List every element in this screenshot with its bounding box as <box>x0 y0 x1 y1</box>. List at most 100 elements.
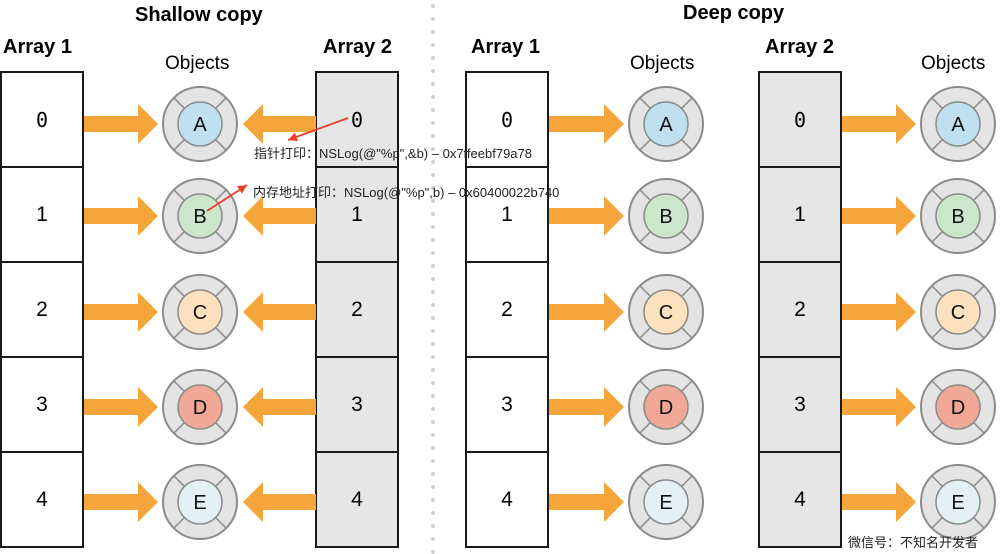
deep-array1: 0 1 2 3 4 <box>465 71 549 548</box>
divider-dot <box>431 537 435 541</box>
array-cell: 4 <box>794 487 806 511</box>
arrow-left <box>243 292 316 332</box>
object-ring-divider <box>173 517 185 529</box>
object-ring-divider <box>215 380 227 392</box>
object-ring-divider <box>173 97 185 109</box>
object-ring-divider <box>931 189 943 201</box>
object-ring-divider <box>681 380 693 392</box>
arrow-left <box>243 196 316 236</box>
shallow-array2-title: Array 2 <box>323 36 392 58</box>
deep-objects1-label: Objects <box>630 53 695 74</box>
arrow-right <box>842 387 916 427</box>
deep-objects2-label: Objects <box>921 53 986 74</box>
object-ring-divider <box>681 475 693 487</box>
divider-dot <box>431 43 435 47</box>
object-ring-divider <box>931 139 943 151</box>
object-ring-divider <box>931 327 943 339</box>
arrow-right <box>549 196 624 236</box>
object-ring-divider <box>173 189 185 201</box>
array-cell: 2 <box>467 263 547 358</box>
array-cell: 3 <box>467 358 547 453</box>
divider-dot <box>431 368 435 372</box>
deep-copy-title: Deep copy <box>683 2 785 24</box>
pointer-print-annotation: 指针打印：NSLog(@"%p",&b) – 0x7ffeebf79a78 <box>254 146 532 161</box>
deep-array2-title: Array 2 <box>765 36 834 58</box>
array-cell: 0 <box>317 73 397 168</box>
object-ring-divider <box>681 97 693 109</box>
divider-dot <box>431 121 435 125</box>
divider-dot <box>431 82 435 86</box>
object-label: A <box>951 114 965 136</box>
divider-dot <box>431 17 435 21</box>
divider-dot <box>431 498 435 502</box>
shallow-array2: 0 1 2 3 4 <box>315 71 399 548</box>
shallow-array1-title: Array 1 <box>3 36 72 58</box>
object-core <box>643 384 689 430</box>
array-cell: 3 <box>2 358 82 453</box>
array-cell: 1 <box>2 168 82 263</box>
arrow-right <box>842 196 916 236</box>
arrow-right <box>84 387 158 427</box>
object-ring-divider <box>173 475 185 487</box>
object-ring-divider <box>973 285 985 297</box>
divider-dot <box>431 290 435 294</box>
divider-dot <box>431 69 435 73</box>
object-ring-divider <box>215 139 227 151</box>
divider-dot <box>431 238 435 242</box>
shallow-copy-title: Shallow copy <box>135 4 263 26</box>
divider-dot <box>431 446 435 450</box>
arrow-left <box>243 104 316 144</box>
shallow-array1: 0 1 2 3 4 <box>0 71 84 548</box>
object-ring-divider <box>639 422 651 434</box>
array-cell: 1 <box>317 168 397 263</box>
object-ring-divider <box>681 327 693 339</box>
object-label: B <box>951 206 964 228</box>
divider-dot <box>431 95 435 99</box>
divider-dot <box>431 4 435 8</box>
object-ring-divider <box>639 327 651 339</box>
object-label: D <box>659 397 673 419</box>
divider-dot <box>431 303 435 307</box>
divider-dot <box>431 485 435 489</box>
divider-dot <box>431 381 435 385</box>
object-core <box>643 193 689 239</box>
divider-dot <box>431 394 435 398</box>
divider-dot <box>431 173 435 177</box>
divider-dot <box>431 407 435 411</box>
divider-dot <box>431 134 435 138</box>
object-ring-divider <box>973 139 985 151</box>
object-label: B <box>193 206 206 228</box>
object-core <box>935 384 981 430</box>
arrow-right <box>842 292 916 332</box>
watermark: 微信号：不知名开发者 <box>848 535 979 550</box>
arrow-right <box>549 292 624 332</box>
object-label: D <box>193 397 207 419</box>
divider-dot <box>431 472 435 476</box>
array-cell: 2 <box>317 263 397 358</box>
object-ring-divider <box>973 475 985 487</box>
object-ring-divider <box>681 517 693 529</box>
object-core <box>177 289 223 335</box>
object-ring-divider <box>639 380 651 392</box>
arrow-right <box>84 104 158 144</box>
divider-dot <box>431 511 435 515</box>
deep-array1-title: Array 1 <box>471 36 540 58</box>
object-ring-divider <box>973 422 985 434</box>
object-label: D <box>951 397 965 419</box>
divider-dot <box>431 329 435 333</box>
divider-dot <box>431 316 435 320</box>
object-ring-divider <box>931 422 943 434</box>
object-ring-divider <box>173 422 185 434</box>
divider-dot <box>431 160 435 164</box>
array-cell: 2 <box>2 263 82 358</box>
pointer-annotation-arrow <box>287 117 349 141</box>
object-ring-divider <box>639 285 651 297</box>
object-ring-divider <box>639 517 651 529</box>
divider-dot <box>431 433 435 437</box>
memory-print-annotation: 内存地址打印：NSLog(@"%p",b) – 0x60400022b740 <box>253 185 560 200</box>
divider-dot <box>431 342 435 346</box>
object-ring-divider <box>215 231 227 243</box>
object-ring-divider <box>973 231 985 243</box>
divider-dot <box>431 108 435 112</box>
object-core <box>643 479 689 525</box>
